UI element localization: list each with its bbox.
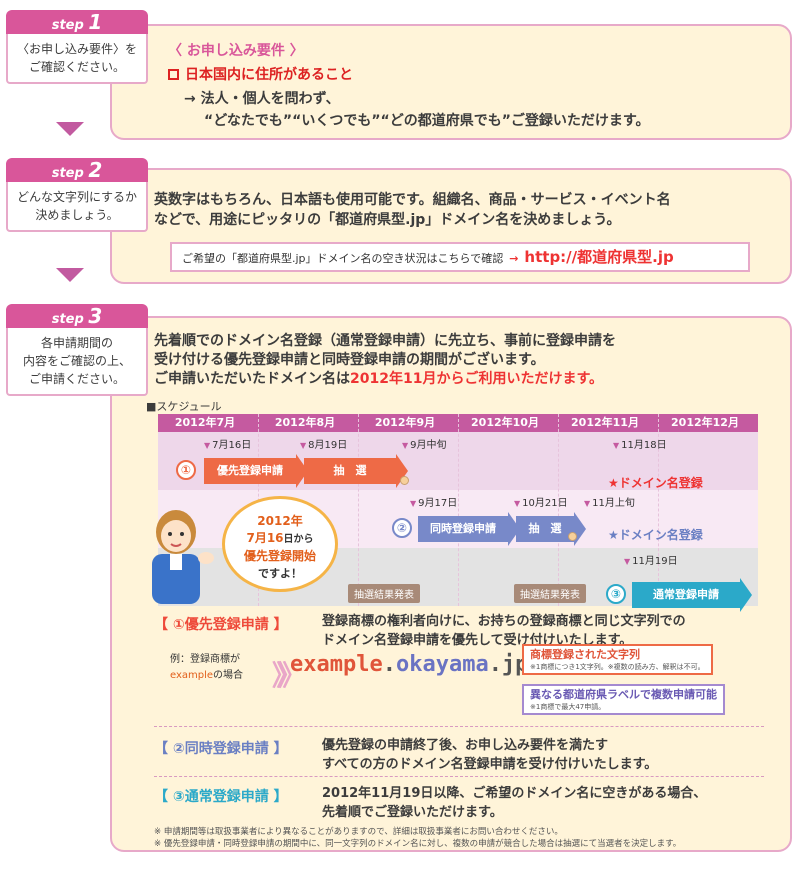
month-divider: [458, 414, 459, 606]
section-divider: [154, 776, 764, 777]
section-divider: [154, 726, 764, 727]
arrow-right-icon: →: [509, 252, 519, 265]
month-label: 2012年9月: [374, 416, 436, 429]
speech-bubble: 2012年 7月16日から 優先登録開始 ですよ！: [222, 496, 338, 592]
requirements-title: 〈 お申し込み要件 〉: [168, 43, 304, 59]
month-divider: [558, 414, 559, 606]
requirement-note-1: → 法人・個人を問わず、: [184, 91, 340, 107]
normal-bar: 通常登録申請: [632, 578, 752, 612]
month-divider: [658, 414, 659, 606]
circle-2-label: ②: [392, 518, 412, 538]
availability-link[interactable]: http://都道府県型.jp: [524, 248, 674, 266]
date-marker: 11月19日: [624, 552, 677, 567]
month-label: 2012年7月: [174, 416, 236, 429]
date-marker: 7月16日: [204, 436, 251, 451]
example-label: 例：登録商標が exampleの場合: [170, 654, 244, 681]
step1-side: step 1 〈お申し込み要件〉をご確認ください。: [6, 10, 148, 84]
date-marker: 10月21日: [514, 494, 567, 509]
simultaneous-description: 優先登録の申請終了後、お申し込み要件を満たす すべての方のドメイン名登録申請を受…: [322, 738, 658, 772]
normal-description: 2012年11月19日以降、ご希望のドメイン名に空きがある場合、 先着順でご登録…: [322, 786, 707, 820]
guide-character-image: [140, 504, 220, 604]
simultaneous-heading: 【 ②同時登録申請 】: [154, 741, 288, 757]
checkbox-icon: [168, 69, 179, 80]
schedule-timeline: 2012年7月 2012年8月 2012年9月 2012年10月 2012年11…: [158, 414, 758, 614]
footnotes: ※ 申請期間等は取扱事業者により異なることがありますので、詳細は取扱事業者にお問…: [154, 827, 682, 849]
lottery-bar-1: 抽 選: [304, 454, 408, 488]
down-arrow-icon: [56, 268, 84, 282]
lottery-result-tag: 抽選結果発表: [514, 584, 586, 603]
date-marker: 9月中旬: [402, 436, 446, 451]
step2-side: step 2 どんな文字列にするか決めましょう。: [6, 158, 148, 232]
priority-bar: 優先登録申請: [204, 454, 308, 488]
priority-heading: 【 ①優先登録申請 】: [154, 617, 288, 633]
lottery-result-tag: 抽選結果発表: [348, 584, 420, 603]
month-label: 2012年10月: [471, 416, 539, 429]
date-marker: 11月上旬: [584, 494, 635, 509]
lottery-result-dot: [568, 532, 577, 541]
month-label: 2012年11月: [571, 416, 639, 429]
lottery-bar-2: 抽 選: [516, 512, 586, 546]
requirement-note-2: “どなたでも”“いくつでも”“どの都道府県でも”ご登録いただけます。: [204, 113, 650, 129]
step3-desc: 各申請期間の内容をご確認の上、ご申請ください。: [6, 328, 148, 396]
month-divider: [358, 414, 359, 606]
availability-check: ご希望の「都道府県型.jp」ドメイン名の空き状況はこちらで確認→http://都…: [170, 242, 750, 272]
circle-1-label: ①: [176, 460, 196, 480]
circle-3-label: ③: [606, 584, 626, 604]
month-label: 2012年12月: [671, 416, 739, 429]
step3-tab: step 3: [6, 304, 148, 328]
requirement-item: 日本国内に住所があること: [168, 64, 353, 84]
schedule-label: ■スケジュール: [146, 400, 222, 413]
step3-text: 先着順でのドメイン名登録（通常登録申請）に先立ち、事前に登録申請を 受け付ける優…: [154, 333, 616, 387]
step3-side: step 3 各申請期間の内容をご確認の上、ご申請ください。: [6, 304, 148, 396]
step2-desc: どんな文字列にするか決めましょう。: [6, 182, 148, 232]
step2-text: 英数字はもちろん、日本語も使用可能です。組織名、商品・サービス・イベント名などで…: [154, 192, 671, 228]
domain-registration-label: ★ドメイン名登録: [608, 476, 703, 490]
date-marker: 8月19日: [300, 436, 347, 451]
date-marker: 11月18日: [613, 436, 666, 451]
domain-registration-label: ★ドメイン名登録: [608, 528, 703, 542]
normal-heading: 【 ③通常登録申請 】: [154, 789, 288, 805]
multiple-label-box: 異なる都道府県ラベルで複数申請可能※1商標で最大47申請。: [522, 684, 725, 715]
step2-tab: step 2: [6, 158, 148, 182]
down-arrow-icon: [56, 122, 84, 136]
step1-tab: step 1: [6, 10, 148, 34]
month-label: 2012年8月: [274, 416, 336, 429]
example-domain: example.okayama.jp: [290, 652, 529, 677]
step3-box: 先着順でのドメイン名登録（通常登録申請）に先立ち、事前に登録申請を 受け付ける優…: [110, 316, 792, 852]
step2-box: 英数字はもちろん、日本語も使用可能です。組織名、商品・サービス・イベント名などで…: [110, 168, 792, 284]
step1-desc: 〈お申し込み要件〉をご確認ください。: [6, 34, 148, 84]
trademark-string-box: 商標登録された文字列※1商標につき1文字列。※複数の読み方、解釈は不可。: [522, 644, 713, 675]
step1-box: 〈 お申し込み要件 〉 日本国内に住所があること → 法人・個人を問わず、 “ど…: [110, 24, 792, 140]
lottery-result-dot: [400, 476, 409, 485]
date-marker: 9月17日: [410, 494, 457, 509]
simultaneous-bar: 同時登録申請: [418, 512, 520, 546]
